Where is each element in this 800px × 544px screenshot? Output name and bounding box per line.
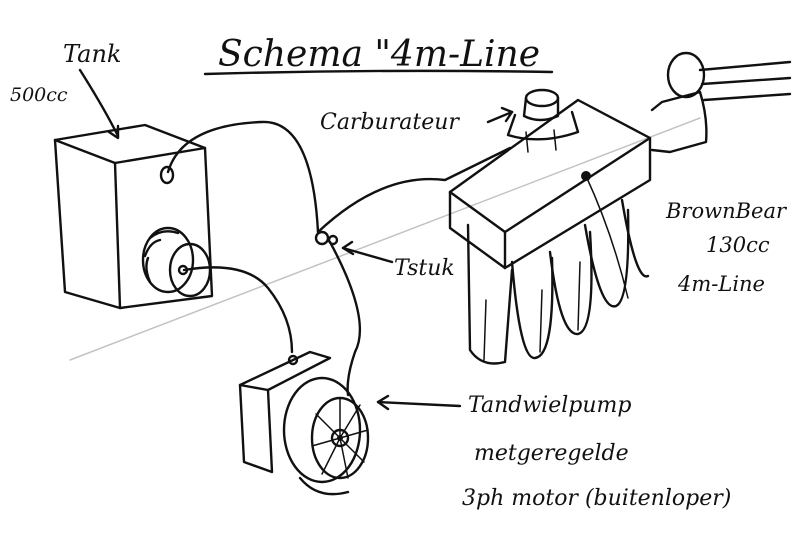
pump-arrowhead: [376, 394, 390, 411]
t-piece-arrowhead: [341, 240, 355, 256]
axis-guide-line: [69, 117, 701, 361]
pump-outlet-hose: [328, 240, 362, 397]
pump-label-control: metgeregelde: [474, 441, 629, 466]
tank-volume-label: 500cc: [10, 84, 68, 106]
pump-label-motor: 3ph motor (buitenloper): [462, 486, 731, 511]
tank-icon: [53, 123, 214, 310]
engine-icon: [448, 51, 792, 365]
pump-inlet-hose: [182, 266, 294, 354]
diagram-title: Schema "4m-Line: [218, 34, 540, 75]
tank-return-hose: [166, 120, 320, 234]
tank-arrowhead: [107, 124, 120, 140]
engine-label-name: BrownBear: [665, 199, 788, 223]
pump-label-type: Tandwielpump: [468, 393, 631, 418]
t-piece-label: Tstuk: [394, 256, 455, 281]
t-piece-arrow: [341, 246, 394, 264]
t-piece-icon: [314, 230, 339, 246]
title-underline: [203, 69, 554, 76]
carburetor-arrow: [486, 110, 514, 124]
engine-label-type: 4m-Line: [677, 272, 765, 296]
carburetor-icon: [506, 88, 580, 153]
tank-label: Tank: [63, 40, 121, 68]
pump-arrow: [376, 400, 462, 408]
carburetor-label: Carburateur: [320, 110, 460, 135]
carburetor-arrowhead: [500, 106, 514, 123]
carburetor-feed-hose: [316, 146, 512, 234]
gear-pump-icon: [238, 350, 370, 496]
engine-label-capacity: 130cc: [706, 233, 770, 257]
tank-arrow: [78, 68, 120, 138]
